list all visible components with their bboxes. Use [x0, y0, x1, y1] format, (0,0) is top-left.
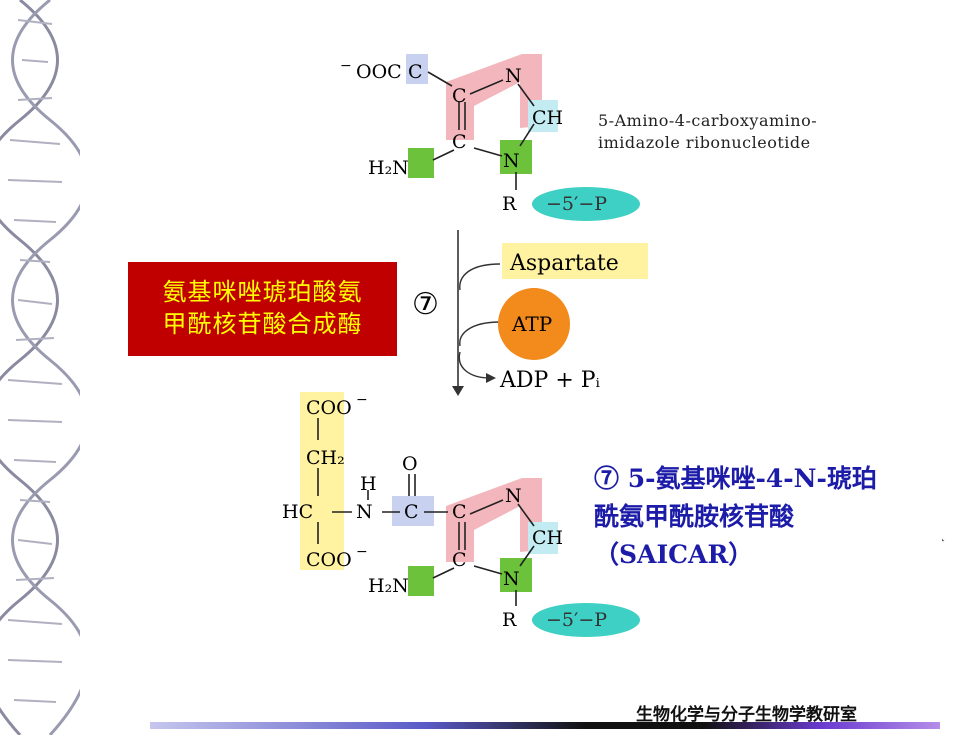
ring-n-highlight	[500, 140, 532, 174]
reactant-amino: H₂N	[368, 157, 409, 179]
stray-mark: ˛	[940, 528, 946, 542]
product-ring-ch: CH	[532, 527, 563, 549]
product-amino: H₂N	[368, 575, 409, 597]
adp-out-arrow	[458, 351, 491, 379]
reactant-phosphate: −5′−P	[546, 193, 607, 215]
ring-pink-highlight	[446, 54, 542, 140]
aspartyl-yellow-highlight	[300, 392, 344, 570]
product-charge-top: −	[356, 392, 368, 408]
product-hc: HC	[282, 501, 313, 523]
step-number: ⑦	[412, 287, 439, 322]
product-ring-c2: C	[452, 549, 467, 571]
product-amide-n: N	[356, 501, 373, 523]
aspartate-in-arrow	[459, 263, 501, 291]
product-h: H	[360, 473, 377, 495]
svg-text:C: C	[408, 61, 423, 83]
reactant-r: R	[502, 193, 517, 215]
reactant-carboxylate: OOC	[356, 61, 402, 83]
product-phosphate-oval	[532, 603, 640, 637]
product-ring-n2: N	[503, 568, 520, 590]
reactant-name-line2: imidazole ribonucleotide	[598, 133, 811, 152]
reactant-ring-ch: CH	[532, 107, 563, 129]
enzyme-name-line2: 甲酰核苷酸合成酶	[162, 310, 363, 338]
product-name-line2: 酰氨甲酰胺核苷酸	[594, 502, 795, 531]
product-ch2: CH₂	[306, 447, 345, 469]
carbonyl-c-highlight	[392, 496, 434, 526]
aspartate-highlight	[502, 243, 648, 279]
reactant-charge: −	[340, 58, 352, 74]
reactant-name-line1: 5-Amino-4-carboxyamino-	[598, 111, 818, 130]
reactant-ring-n1: N	[505, 65, 522, 87]
product-name-line3: （SAICAR）	[594, 540, 754, 569]
product-carbonyl-c: C	[404, 501, 419, 523]
product-name-line1: ⑦ 5-氨基咪唑-4-N-琥珀	[594, 464, 877, 493]
products-label: ADP + Pᵢ	[499, 368, 601, 393]
atp-circle	[498, 288, 570, 360]
reactant-ring-c2: C	[452, 131, 467, 153]
reactant-ring-c1: C	[452, 85, 467, 107]
dna-helix-decoration	[0, 0, 80, 735]
product-charge-bottom: −	[356, 544, 368, 560]
amino-n-highlight	[408, 148, 434, 178]
footer-department: 生物化学与分子生物学教研室	[636, 705, 857, 725]
product-r: R	[502, 609, 517, 631]
enzyme-name-line1: 氨基咪唑琥珀酸氨	[162, 278, 363, 306]
reactant-name: 5-Amino-4-carboxyamino- imidazole ribonu…	[598, 110, 817, 154]
product-phosphate: −5′−P	[546, 609, 607, 631]
atp-in-arrow	[459, 321, 501, 347]
phosphate-oval	[532, 187, 640, 221]
product-ring-c1: C	[452, 501, 467, 523]
enzyme-name-box: 氨基咪唑琥珀酸氨 甲酰核苷酸合成酶	[128, 262, 397, 356]
aspartate-label: Aspartate	[509, 251, 619, 276]
product-ring-pink-highlight	[446, 478, 542, 562]
carboxyl-carbon-highlight	[406, 54, 428, 84]
product-ring-n1: N	[505, 485, 522, 507]
product-coo-top: COO	[306, 397, 352, 419]
footer-bar	[150, 722, 940, 729]
product-name: ⑦ 5-氨基咪唑-4-N-琥珀 酰氨甲酰胺核苷酸 （SAICAR）	[594, 460, 954, 574]
product-carbonyl-o: O	[402, 453, 418, 475]
product-coo-bottom: COO	[306, 549, 352, 571]
reactant-ring-n2: N	[503, 150, 520, 172]
product-ring-n-highlight	[500, 558, 532, 592]
product-amino-n-highlight	[408, 566, 434, 596]
atp-label: ATP	[511, 312, 552, 336]
